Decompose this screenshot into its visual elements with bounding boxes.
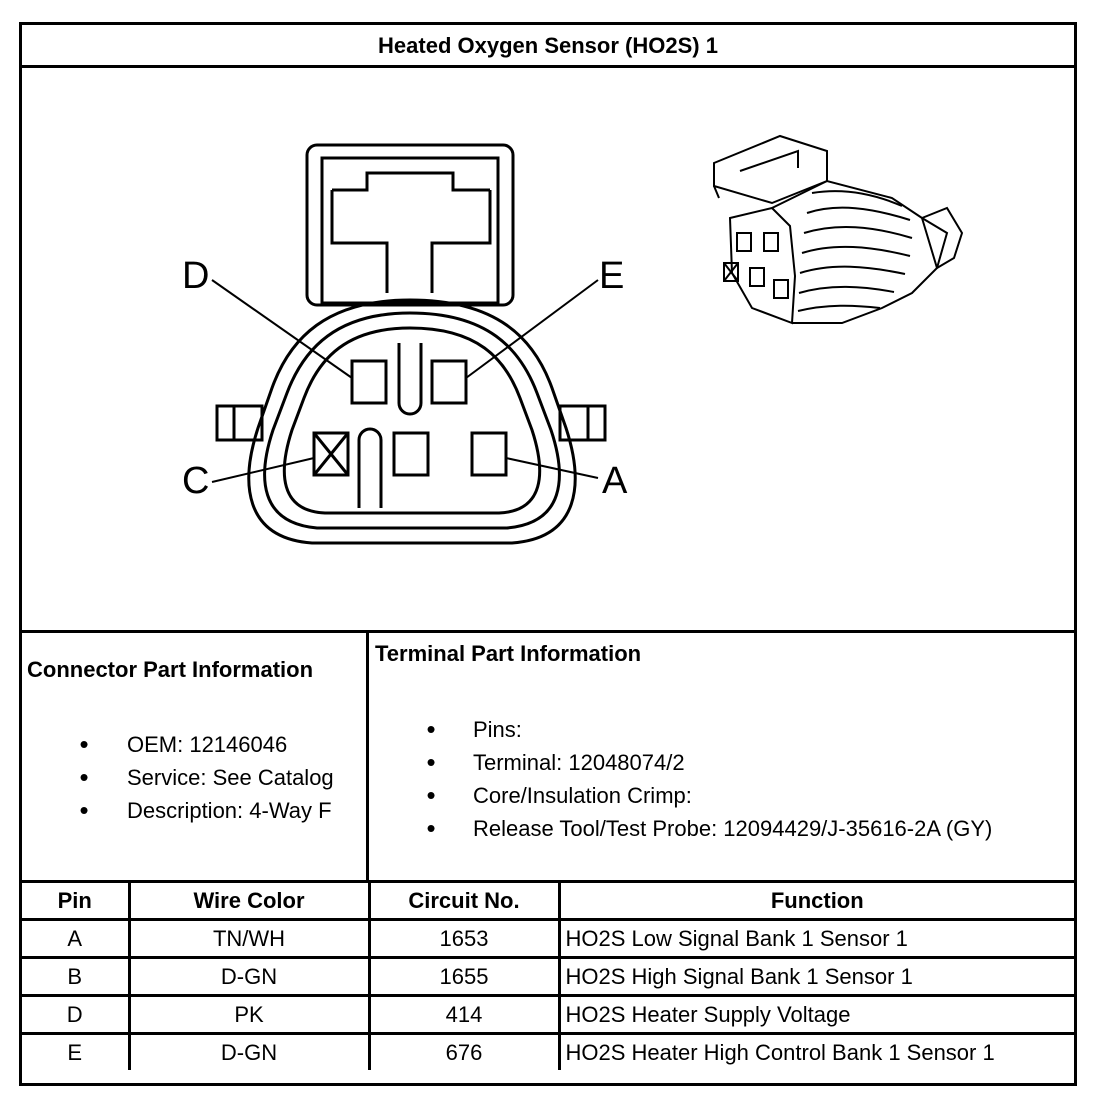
cell-circuit-no: 414 bbox=[367, 994, 561, 1035]
bullet-icon: • bbox=[426, 714, 436, 744]
body-inner bbox=[282, 326, 542, 515]
connector-face-diagram: D E C A bbox=[182, 134, 964, 545]
connector-face bbox=[215, 143, 607, 545]
connector-diagram-area: D E C A bbox=[22, 68, 1074, 630]
iso-rear bbox=[920, 206, 964, 270]
iso-cavity-b bbox=[749, 267, 765, 287]
page-title: Heated Oxygen Sensor (HO2S) 1 bbox=[22, 25, 1074, 68]
lock-tab-outer bbox=[305, 143, 515, 307]
pin-leader-lines bbox=[211, 279, 599, 483]
left-ear bbox=[215, 404, 264, 442]
cell-function: HO2S High Signal Bank 1 Sensor 1 bbox=[557, 956, 1074, 997]
table-row: E D-GN 676 HO2S Heater High Control Bank… bbox=[22, 1032, 1074, 1070]
body-middle bbox=[263, 311, 561, 530]
connector-sheet: Heated Oxygen Sensor (HO2S) 1 bbox=[19, 22, 1077, 1086]
top-keyway bbox=[397, 343, 423, 416]
iso-cavity-d bbox=[736, 232, 752, 252]
cell-function: HO2S Heater Supply Voltage bbox=[557, 994, 1074, 1035]
header-wire-color: Wire Color bbox=[127, 880, 371, 921]
part-information-row: Connector Part Information •OEM: 1214604… bbox=[22, 630, 1074, 883]
table-row: D PK 414 HO2S Heater Supply Voltage bbox=[22, 994, 1074, 1035]
cell-wire-color: D-GN bbox=[127, 1032, 371, 1070]
pin-table: Pin Wire Color Circuit No. Function A TN… bbox=[22, 880, 1074, 1070]
terminal-part-information: Terminal Part Information •Pins: •Termin… bbox=[375, 641, 993, 843]
cell-pin: E bbox=[22, 1032, 131, 1070]
cavity-a bbox=[470, 431, 508, 477]
cell-circuit-no: 1655 bbox=[367, 956, 561, 997]
cavity-e bbox=[430, 359, 468, 405]
bottom-keyway bbox=[357, 427, 383, 508]
cell-wire-color: TN/WH bbox=[127, 918, 371, 959]
right-ear bbox=[558, 404, 607, 442]
iso-cavity-e bbox=[763, 232, 779, 252]
iso-cavity-a bbox=[773, 279, 789, 299]
cavity-b bbox=[392, 431, 430, 477]
iso-cavity-c bbox=[723, 262, 739, 282]
pin-label-a: A bbox=[602, 460, 628, 502]
cell-function: HO2S Low Signal Bank 1 Sensor 1 bbox=[557, 918, 1074, 959]
iso-body bbox=[771, 179, 949, 324]
table-row: A TN/WH 1653 HO2S Low Signal Bank 1 Sens… bbox=[22, 918, 1074, 959]
cell-pin: D bbox=[22, 994, 131, 1035]
connector-part-information: Connector Part Information •OEM: 1214604… bbox=[22, 633, 369, 883]
cell-pin: B bbox=[22, 956, 131, 997]
lock-tab-right bbox=[430, 190, 492, 293]
lock-tab-inner bbox=[320, 156, 500, 305]
cell-circuit-no: 676 bbox=[367, 1032, 561, 1070]
header-function: Function bbox=[557, 880, 1074, 921]
cell-pin: A bbox=[22, 918, 131, 959]
pin-label-c: C bbox=[182, 460, 209, 502]
bullet-icon: • bbox=[426, 747, 436, 777]
bullet-icon: • bbox=[79, 795, 89, 825]
bullet-icon: • bbox=[426, 813, 436, 843]
cavity-c bbox=[312, 431, 350, 477]
header-circuit-no: Circuit No. bbox=[367, 880, 561, 921]
table-row: B D-GN 1655 HO2S High Signal Bank 1 Sens… bbox=[22, 956, 1074, 997]
cell-circuit-no: 1653 bbox=[367, 918, 561, 959]
iso-latch-top bbox=[713, 134, 828, 205]
terminal-info-heading: Terminal Part Information bbox=[375, 641, 642, 666]
bullet-icon: • bbox=[79, 762, 89, 792]
body-outer bbox=[247, 298, 577, 545]
bullet-icon: • bbox=[426, 780, 436, 810]
iso-face bbox=[728, 206, 797, 325]
lock-tab-left bbox=[330, 190, 389, 293]
pin-letter-labels: D E C A bbox=[182, 255, 628, 502]
cell-function: HO2S Heater High Control Bank 1 Sensor 1 bbox=[557, 1032, 1074, 1070]
header-pin: Pin bbox=[22, 880, 131, 921]
pin-label-e: E bbox=[599, 255, 624, 297]
cell-wire-color: PK bbox=[127, 994, 371, 1035]
connector-3d-illustration bbox=[713, 134, 964, 325]
bullet-icon: • bbox=[79, 729, 89, 759]
cell-wire-color: D-GN bbox=[127, 956, 371, 997]
connector-info-heading: Connector Part Information bbox=[27, 657, 314, 682]
table-header-row: Pin Wire Color Circuit No. Function bbox=[22, 880, 1074, 921]
pin-label-d: D bbox=[182, 255, 209, 297]
lock-tab-t-top bbox=[332, 171, 490, 192]
cavity-d bbox=[350, 359, 388, 405]
